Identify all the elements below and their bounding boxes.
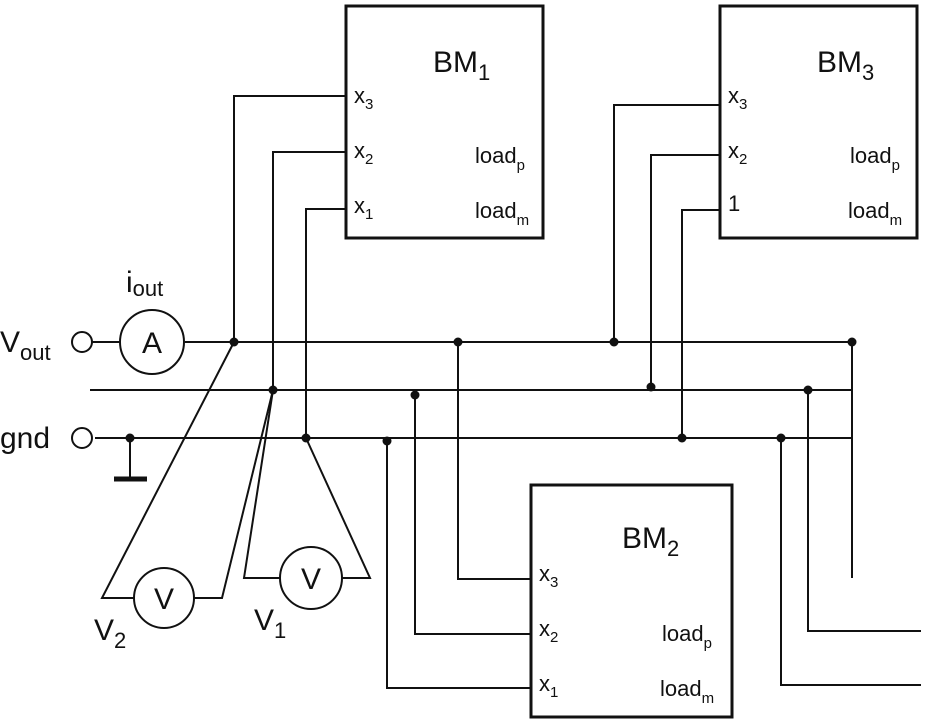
module-bm3-input-1: 1 xyxy=(728,191,740,216)
junction-dot xyxy=(609,337,619,347)
junction-dot xyxy=(677,433,687,443)
module-bm1-input-x1: x1 xyxy=(354,193,373,223)
module-bm2-input-x1: x1 xyxy=(539,671,558,701)
junction-dot xyxy=(646,382,656,392)
junction-dot xyxy=(847,337,857,347)
module-bm3-input-x2: x2 xyxy=(728,138,747,168)
module-bm3-output-loadp: loadp xyxy=(850,143,900,174)
ammeter-label: iout xyxy=(126,266,163,301)
bus-lines xyxy=(90,341,853,439)
junction-dot xyxy=(776,433,786,443)
junction-dot xyxy=(268,385,278,395)
voltmeter-v2: V V2 xyxy=(94,341,274,653)
module-bm1-input-x3: x3 xyxy=(354,83,373,113)
bm3-input-wires xyxy=(613,104,720,438)
voltmeter-v2-circle xyxy=(133,567,195,629)
junction-dot xyxy=(125,433,135,443)
voltmeter-v2-label: V2 xyxy=(94,614,126,653)
gnd-label: gnd xyxy=(0,422,50,455)
gnd-terminal-circle xyxy=(71,427,93,449)
junction-dot xyxy=(229,337,239,347)
module-bm1-output-loadp: loadp xyxy=(475,143,525,174)
bm1-input-wires xyxy=(233,95,346,438)
bm2-input-wires xyxy=(386,342,531,689)
module-bm2-box xyxy=(529,483,734,719)
junction-dot xyxy=(410,390,420,400)
ammeter-symbol: A xyxy=(142,327,162,360)
voltmeter-v2-symbol: V xyxy=(154,583,174,616)
junction-dot xyxy=(453,337,463,347)
voltmeter-v1: V V1 xyxy=(242,389,372,643)
vout-terminal: Vout xyxy=(0,326,120,365)
module-bm1-title: BM1 xyxy=(433,46,490,85)
module-bm2-title: BM2 xyxy=(622,522,679,561)
junction-dot xyxy=(803,385,813,395)
module-bm2-output-loadp: loadp xyxy=(662,621,712,652)
module-bm2: BM2 x3 x2 x1 loadp loadm xyxy=(529,483,734,719)
ground-icon xyxy=(114,438,147,482)
module-bm2-output-loadm: loadm xyxy=(660,676,714,707)
module-bm1-input-x2: x2 xyxy=(354,138,373,168)
junction-dots xyxy=(125,337,857,446)
module-bm2-input-x2: x2 xyxy=(539,616,558,646)
module-bm3: BM3 x3 x2 1 loadp loadm xyxy=(718,4,919,240)
voltmeter-v1-symbol: V xyxy=(301,563,321,596)
module-bm3-box xyxy=(718,4,919,240)
junction-dot xyxy=(382,436,392,446)
module-bm3-output-loadm: loadm xyxy=(848,198,902,229)
module-bm1-output-loadm: loadm xyxy=(475,198,529,229)
ammeter: A iout xyxy=(119,266,185,375)
voltmeter-v1-circle xyxy=(279,546,343,610)
output-wires xyxy=(780,390,921,686)
vout-terminal-circle xyxy=(71,331,93,353)
module-bm1-box xyxy=(344,4,545,240)
module-bm3-input-x3: x3 xyxy=(728,83,747,113)
voltmeter-v1-label: V1 xyxy=(254,604,286,643)
vout-label: Vout xyxy=(0,326,51,365)
gnd-terminal: gnd xyxy=(0,422,93,455)
module-bm2-input-x3: x3 xyxy=(539,561,558,591)
module-bm1: BM1 x3 x2 x1 loadp loadm xyxy=(344,4,545,240)
ammeter-circle xyxy=(119,309,185,375)
junction-dot xyxy=(301,433,311,443)
module-bm3-title: BM3 xyxy=(817,46,874,85)
